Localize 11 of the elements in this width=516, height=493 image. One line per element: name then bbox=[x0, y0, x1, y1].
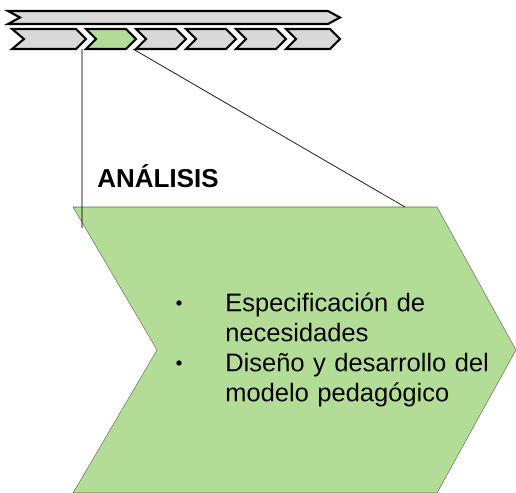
heading: ANÁLISIS bbox=[98, 164, 218, 188]
process-step bbox=[283, 28, 342, 50]
process-step bbox=[133, 28, 188, 50]
process-step bbox=[183, 28, 238, 50]
process-step bbox=[8, 28, 88, 50]
list-item: Especificación de necesidades bbox=[226, 292, 424, 342]
process-step bbox=[4, 10, 342, 26]
leader-line bbox=[132, 48, 406, 208]
process-step bbox=[233, 28, 288, 50]
list-item: Diseño y desarrollo del modelo pedagógico bbox=[226, 352, 488, 406]
process-step bbox=[83, 28, 138, 50]
